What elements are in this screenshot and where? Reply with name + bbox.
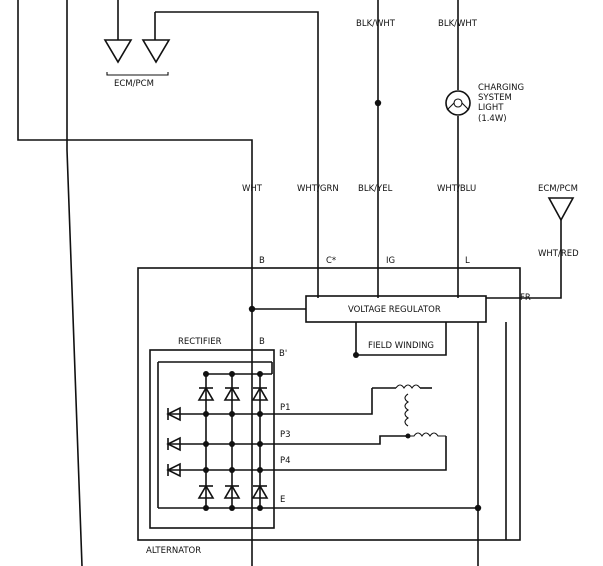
alternator-label: ALTERNATOR: [146, 546, 201, 556]
left-wires: [17, 0, 319, 566]
stator-winding: [272, 384, 447, 471]
field-winding: FIELD WINDING: [353, 322, 447, 358]
wire-label-wht-red: WHT/RED: [538, 249, 579, 259]
ecm-pcm-right: ECM/PCM WHT/RED: [486, 184, 579, 299]
ecm-ground-symbols: ECM/PCM: [103, 39, 171, 89]
charging-light-label-2: SYSTEM: [478, 93, 512, 103]
charging-light-label-4: (1.4W): [478, 114, 507, 124]
charging-light-label-1: CHARGING: [478, 83, 524, 93]
terminal-b: B: [259, 256, 265, 266]
terminal-b-prime: B': [279, 349, 287, 359]
terminal-ig: IG: [386, 256, 395, 266]
wire-label-blk-wht-left: BLK/WHT: [356, 19, 396, 29]
voltage-regulator: VOLTAGE REGULATOR: [248, 295, 487, 323]
wire-label-wht-blu: WHT/BLU: [437, 184, 476, 194]
terminal-p1: P1: [280, 403, 291, 413]
charging-light-label-3: LIGHT: [478, 103, 504, 113]
ecm-pcm-label-right: ECM/PCM: [538, 184, 578, 194]
terminal-fr: FR: [520, 293, 531, 303]
terminal-b-inner: B: [259, 337, 265, 347]
terminal-p4: P4: [280, 456, 291, 466]
ecm-pcm-label-left: ECM/PCM: [114, 79, 154, 89]
wire-label-blk-yel: BLK/YEL: [358, 184, 393, 194]
alternator-housing: ALTERNATOR: [137, 267, 521, 556]
charging-light-bulb-icon: [445, 90, 471, 116]
field-winding-label: FIELD WINDING: [368, 341, 434, 351]
terminal-l: L: [465, 256, 470, 266]
terminal-e: E: [280, 495, 285, 505]
terminal-p3: P3: [280, 430, 291, 440]
terminal-c: C*: [326, 256, 336, 266]
wire-label-wht: WHT: [242, 184, 263, 194]
top-right-wires: BLK/WHT BLK/WHT: [356, 0, 478, 298]
rectifier: RECTIFIER B B': [149, 337, 478, 529]
rectifier-label: RECTIFIER: [178, 337, 222, 347]
wire-label-wht-grn: WHT/GRN: [297, 184, 339, 194]
voltage-regulator-label: VOLTAGE REGULATOR: [348, 305, 441, 315]
